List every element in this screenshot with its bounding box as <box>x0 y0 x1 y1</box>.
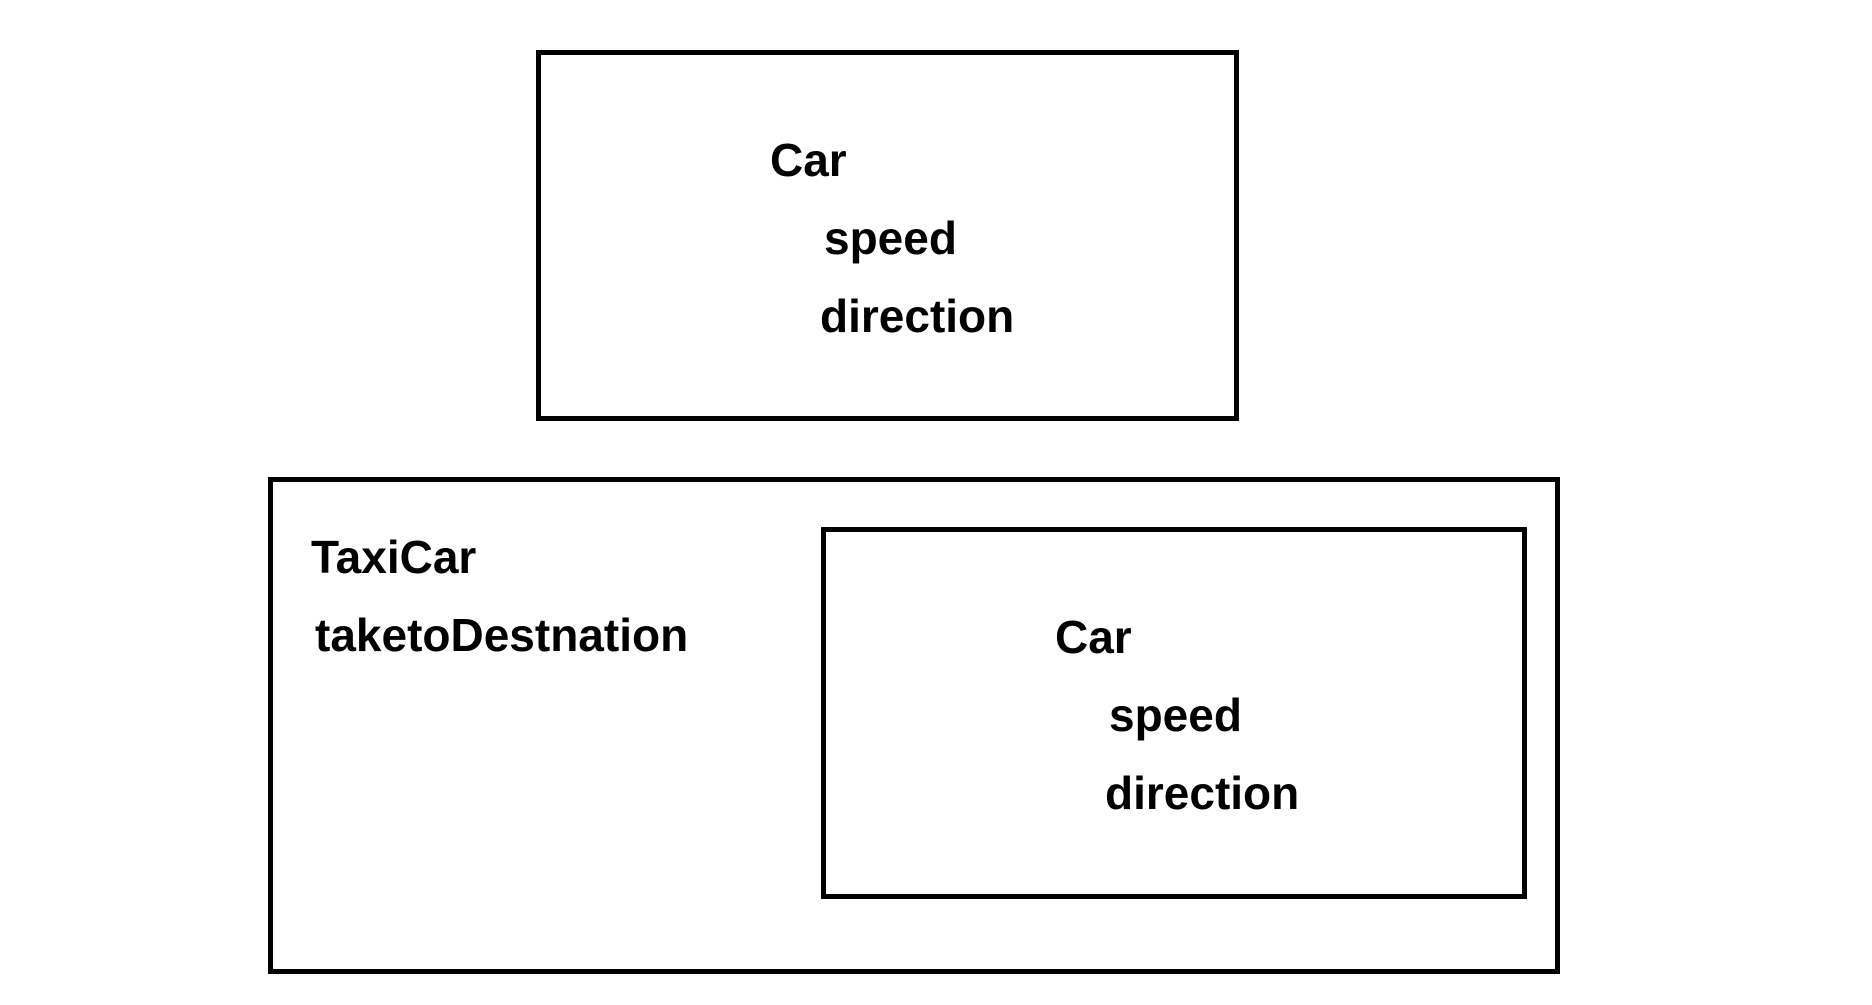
inner-car-field-direction: direction <box>1105 767 1300 819</box>
car-field-speed: speed <box>824 212 957 264</box>
inner-car-box: Car speed direction <box>821 527 1527 899</box>
inner-car-field-speed: speed <box>1109 689 1242 741</box>
taxicar-class-title: TaxiCar <box>311 531 477 583</box>
car-class-title: Car <box>770 134 847 186</box>
car-field-direction: direction <box>820 290 1015 342</box>
taxicar-class-box: TaxiCar taketoDestnation Car speed direc… <box>268 477 1560 974</box>
taxicar-method: taketoDestnation <box>315 609 689 661</box>
inner-car-title: Car <box>1055 611 1132 663</box>
car-class-box: Car speed direction <box>536 50 1239 421</box>
